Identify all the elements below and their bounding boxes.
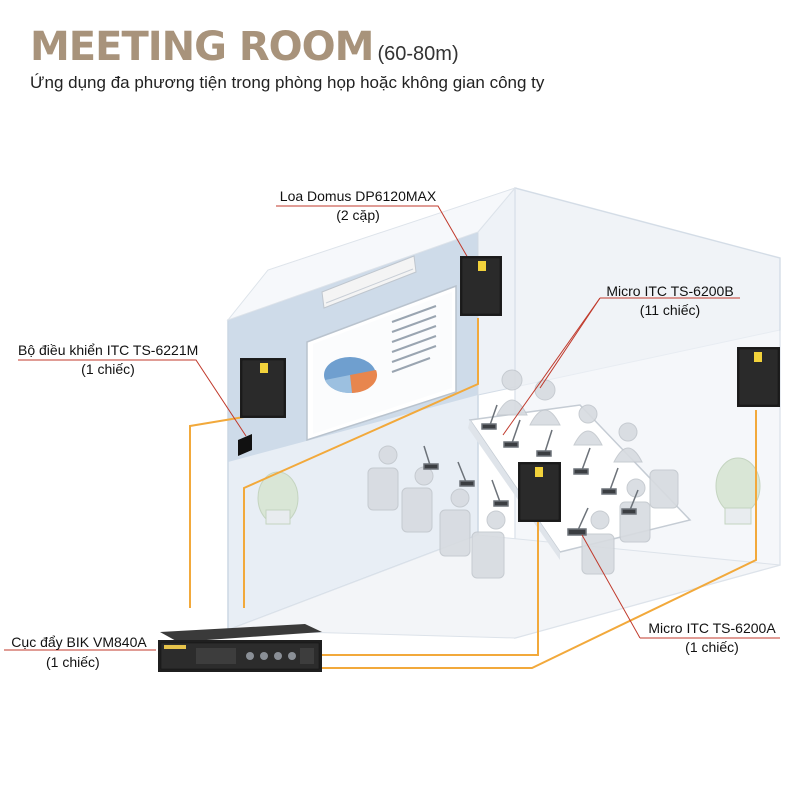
- chairman-microphone: [567, 507, 589, 536]
- speaker-top: [460, 256, 502, 316]
- wall-controller: [238, 434, 252, 456]
- label-mic-chair-qty: (1 chiếc): [685, 639, 739, 655]
- page-subtitle: Ứng dụng đa phương tiện trong phòng họp …: [30, 73, 545, 92]
- label-mic-delegate: Micro ITC TS-6200B (11 chiếc): [600, 283, 740, 318]
- label-controller-name: Bộ điều khiển ITC TS-6221M: [18, 342, 199, 358]
- label-amplifier: Cục đẩy BIK VM840A (1 chiếc): [4, 634, 154, 670]
- label-amplifier-name: Cục đẩy BIK VM840A: [11, 634, 147, 650]
- label-mic-delegate-qty: (11 chiếc): [639, 302, 701, 318]
- speaker-right: [737, 347, 780, 407]
- label-amplifier-qty: (1 chiếc): [46, 654, 100, 670]
- label-leader-lines: [4, 205, 780, 651]
- plant-left: [257, 471, 299, 525]
- plant-right: [715, 457, 761, 525]
- label-speaker-qty: (2 cặp): [336, 207, 380, 223]
- ceiling: [226, 186, 517, 322]
- speaker-left: [240, 358, 286, 418]
- label-controller-qty: (1 chiếc): [81, 361, 135, 377]
- label-controller: Bộ điều khiển ITC TS-6221M (1 chiếc): [18, 342, 198, 377]
- speaker-center: [518, 462, 561, 522]
- meeting-attendees: [367, 369, 679, 579]
- title-main: MEETING ROOM: [30, 24, 374, 70]
- presentation-screen: [306, 284, 457, 442]
- label-speaker-name: Loa Domus DP6120MAX: [279, 188, 437, 204]
- label-mic-chair-name: Micro ITC TS-6200A: [648, 620, 776, 636]
- air-conditioner: [321, 255, 417, 309]
- page-title: MEETING ROOM(60-80m): [30, 24, 459, 70]
- label-mic-chair: Micro ITC TS-6200A (1 chiếc): [642, 620, 782, 655]
- title-area: (60-80m): [377, 43, 459, 65]
- label-mic-delegate-name: Micro ITC TS-6200B: [606, 283, 734, 299]
- floor: [227, 534, 781, 639]
- amplifier-unit: [158, 624, 322, 672]
- speaker-cables: [189, 318, 757, 669]
- label-speaker: Loa Domus DP6120MAX (2 cặp): [276, 188, 440, 223]
